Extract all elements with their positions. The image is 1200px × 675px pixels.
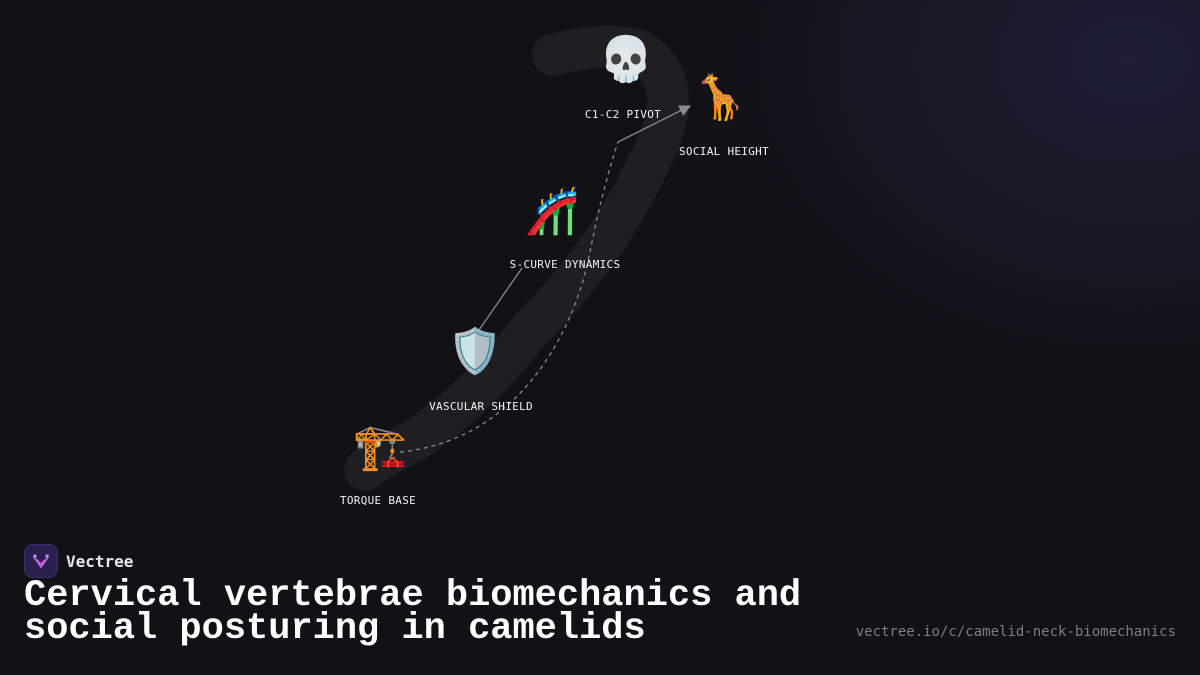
connector-scurve-vascular [469, 267, 523, 344]
vectree-logo-icon [24, 544, 58, 578]
giraffe-icon[interactable]: 🦒 [692, 72, 748, 123]
brand[interactable]: Vectree [24, 544, 133, 578]
node-label-vascular-shield: VASCULAR SHIELD [429, 400, 533, 413]
shield-icon[interactable]: 🛡️ [447, 326, 503, 377]
neck-path [344, 25, 690, 491]
node-label-s-curve-dynamics: S-CURVE DYNAMICS [509, 258, 621, 271]
roller-coaster-icon[interactable]: 🎢 [524, 186, 580, 237]
brand-name: Vectree [66, 551, 134, 571]
crane-icon[interactable]: 🏗️ [352, 422, 408, 473]
page-url[interactable]: vectree.io/c/camelid-neck-biomechanics [855, 624, 1176, 640]
node-label-c1-c2-pivot: C1-C2 PIVOT [584, 108, 662, 121]
connector-pivot-social [617, 105, 692, 143]
node-label-social-height: SOCIAL HEIGHT [679, 145, 769, 158]
page-title: Cervical vertebrae biomechanics and soci… [24, 575, 802, 650]
node-label-torque-base: TORQUE BASE [339, 494, 417, 507]
connector-torque-pivot [399, 141, 619, 453]
skull-icon[interactable]: 💀 [598, 34, 654, 85]
